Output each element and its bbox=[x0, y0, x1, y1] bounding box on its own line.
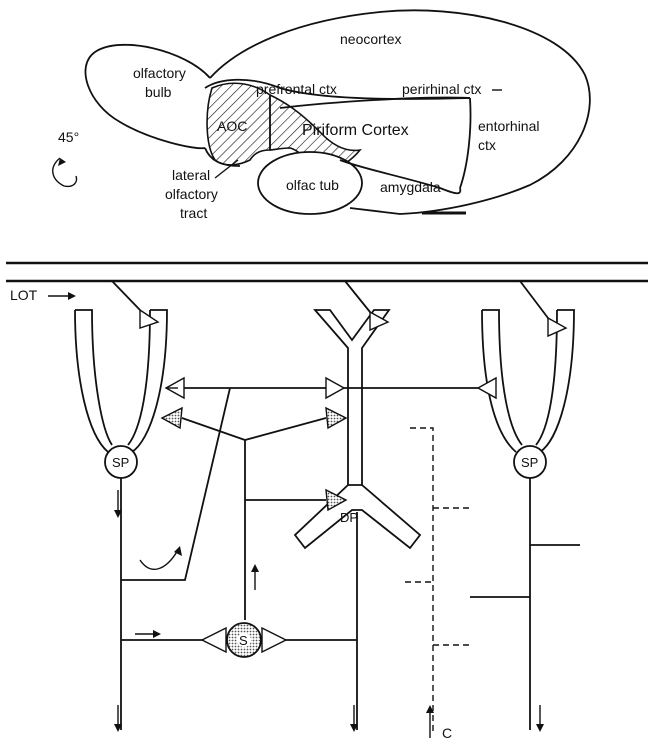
centrifugal-up-arrowhead bbox=[426, 705, 434, 713]
stellate-up-arrowhead bbox=[251, 564, 259, 572]
assoc-syn-mid-top bbox=[325, 376, 346, 400]
sp-left-dendrite-outer bbox=[75, 309, 113, 446]
label-olfac-tub: olfac tub bbox=[286, 177, 339, 193]
label-prefrontal: prefrontal ctx bbox=[256, 81, 337, 97]
assoc-syn-right-top bbox=[476, 376, 497, 400]
label-stellate: S bbox=[239, 633, 248, 648]
label-lot-1: lateral bbox=[172, 167, 210, 183]
sp-right-dendrite-c bbox=[539, 309, 575, 453]
sp-right-lot-synapse bbox=[547, 316, 568, 338]
circuit-diagram: LOT SP DP SP bbox=[6, 261, 648, 741]
label-lot: LOT bbox=[10, 287, 38, 303]
collateral-curved-arrow bbox=[139, 549, 179, 570]
label-sp-right: SP bbox=[521, 455, 538, 470]
tract-band-right bbox=[459, 97, 472, 189]
lot-fiber-right bbox=[519, 280, 549, 319]
sp-left-down-arrowhead bbox=[114, 510, 122, 518]
dp-basal bbox=[293, 484, 422, 550]
sp-left-dendrite-outer-right bbox=[74, 309, 109, 453]
amygdala-outline bbox=[339, 159, 462, 195]
label-centrifugal: C bbox=[442, 725, 452, 741]
label-lot-2: olfactory bbox=[165, 186, 218, 202]
shaded-syn-left bbox=[160, 406, 183, 430]
collateral-curved-arrowhead bbox=[174, 546, 182, 556]
inhibitory-branch-right bbox=[244, 417, 327, 441]
label-amygdala: amygdala bbox=[380, 179, 441, 195]
collateral-loop bbox=[121, 387, 231, 581]
brain-schematic: neocortex olfactory bulb prefrontal ctx … bbox=[52, 9, 591, 221]
dp-bottom-arrowhead bbox=[350, 724, 358, 732]
label-lot-3: tract bbox=[180, 205, 207, 221]
sp-left-lot-synapse bbox=[139, 308, 160, 329]
label-entorhinal-1: entorhinal bbox=[478, 118, 540, 134]
sp-right-bottom-arrowhead bbox=[536, 724, 544, 732]
label-olfactory-bulb-1: olfactory bbox=[133, 65, 186, 81]
olfactory-bulb-outline bbox=[84, 44, 211, 150]
stellate-syn-left bbox=[200, 626, 227, 654]
label-rotation: 45° bbox=[58, 129, 79, 145]
sp-left-bottom-arrowhead bbox=[114, 724, 122, 732]
rotation-arrow bbox=[52, 157, 78, 188]
label-neocortex: neocortex bbox=[340, 31, 401, 47]
inhibitory-branch-left bbox=[181, 417, 246, 441]
label-dp: DP bbox=[340, 510, 358, 525]
hemisphere-outline bbox=[209, 9, 591, 215]
sp-left-dendrite-inner-2 bbox=[127, 309, 151, 446]
rhinal-line bbox=[279, 96, 471, 109]
label-sp-left: SP bbox=[112, 455, 129, 470]
aoc-hatched-area bbox=[206, 82, 271, 166]
stellate-syn-right bbox=[261, 626, 288, 654]
lot-input-arrowhead bbox=[68, 292, 76, 300]
lot-pointer bbox=[214, 159, 239, 179]
sp-right-dendrite-b bbox=[481, 309, 517, 453]
dp-lot-synapse bbox=[369, 310, 390, 332]
shaded-syn-mid-2 bbox=[325, 488, 348, 512]
centrifugal-fiber bbox=[410, 427, 434, 735]
sp-right-dendrite-a bbox=[482, 309, 523, 446]
label-entorhinal-2: ctx bbox=[478, 137, 496, 153]
label-olfactory-bulb-2: bulb bbox=[145, 84, 172, 100]
rotation-arrowhead bbox=[58, 158, 66, 166]
label-perirhinal: perirhinal ctx bbox=[402, 81, 481, 97]
olfactory-tubercle bbox=[257, 151, 363, 215]
sp-right-dendrite-d bbox=[535, 309, 558, 446]
lot-fiber-middle bbox=[344, 280, 371, 313]
dp-apical-tree bbox=[313, 309, 391, 486]
sp-left-dendrite-inner bbox=[131, 309, 168, 453]
lot-fiber-left bbox=[111, 280, 141, 311]
shaded-syn-mid-1 bbox=[325, 406, 348, 430]
label-piriform: Piriform Cortex bbox=[302, 122, 409, 139]
label-aoc: AOC bbox=[217, 118, 247, 134]
stellate-left-arrowhead bbox=[153, 630, 161, 638]
stellate-soma-inner bbox=[237, 633, 251, 647]
